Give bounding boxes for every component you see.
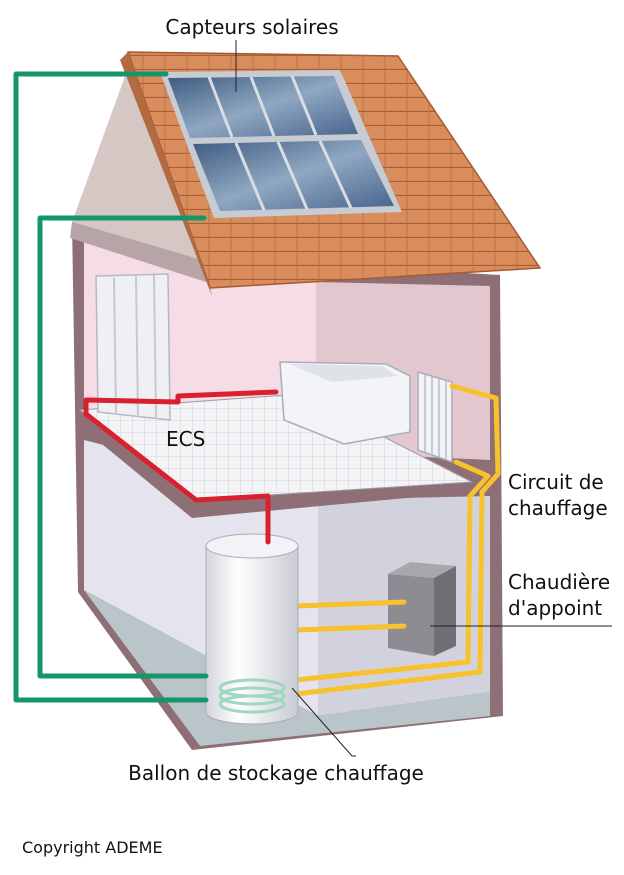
backup-boiler [388,562,456,656]
label-backup-boiler-line2: d'appoint [508,596,602,620]
shower-cabin [95,273,171,421]
solar-collectors [160,70,402,218]
leader-lines [235,40,612,757]
label-backup-boiler-line1: Chaudière [508,570,610,594]
roof-edge [120,52,212,296]
floor-slab-edge [80,412,470,518]
bathtub [279,361,411,445]
heating-circuit [293,383,501,697]
ground-floor [84,590,490,746]
label-heating-circuit-line1: Circuit de [508,470,604,494]
label-storage-tank: Ballon de stockage chauffage [128,761,424,785]
label-heating-circuit-line2: chauffage [508,496,608,520]
gable-eave [70,222,208,282]
radiator [417,370,453,464]
solar-loop [13,71,209,703]
storage-tank [205,533,299,725]
hot-water-pipe [83,389,279,545]
label-dhw: ECS [166,427,205,451]
gable [72,68,208,262]
heat-exchanger-coil [218,678,286,714]
label-solar-collectors: Capteurs solaires [165,15,338,39]
copyright-notice: Copyright ADEME [22,838,163,857]
